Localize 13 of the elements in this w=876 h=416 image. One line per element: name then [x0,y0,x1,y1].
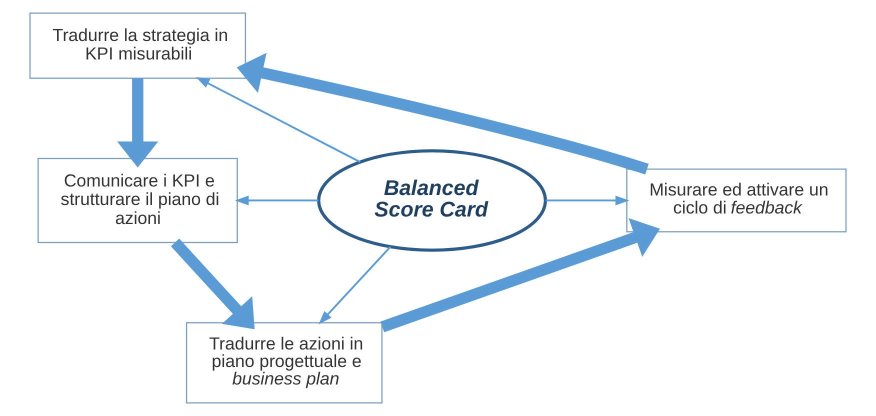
arrow [318,246,392,324]
arrow [546,196,630,206]
arrow [196,77,360,163]
node-box: Comunicare i KPI e strutturare il piano di azioni [38,158,238,244]
node-ellipse: Balanced Score Card [317,149,547,252]
arrow [234,196,319,206]
arrow [117,78,158,168]
node-box: Misurare ed attivare un ciclo di feedback [626,168,847,232]
node-box: Tradurre le azioni in piano progettuale e business plan [186,322,383,404]
arrow [380,218,660,332]
arrow [170,238,255,330]
node-box: Tradurre la strategia in KPI misurabili [29,12,246,79]
arrow [236,52,649,174]
